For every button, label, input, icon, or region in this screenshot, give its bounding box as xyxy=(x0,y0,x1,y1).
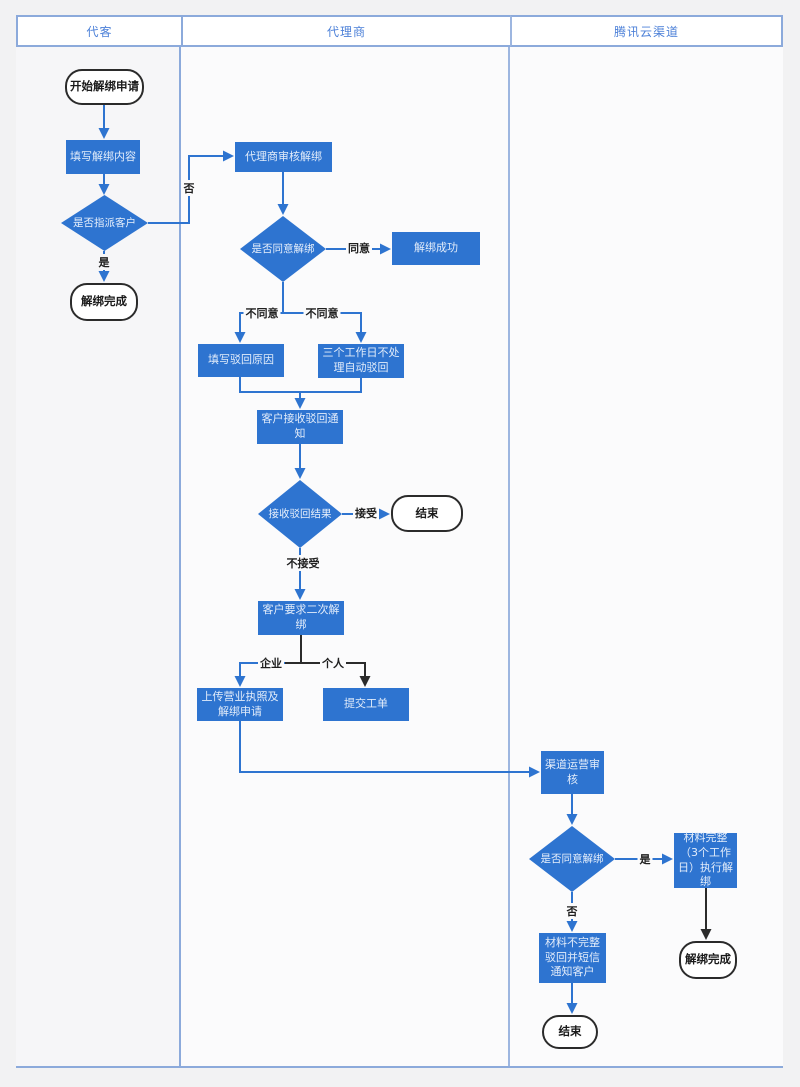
receive-reject-notice-step[interactable]: 客户接收驳回通知 xyxy=(257,410,343,444)
submit-ticket-step[interactable]: 提交工单 xyxy=(323,688,409,721)
end-terminator-2[interactable]: 结束 xyxy=(542,1015,598,1049)
lane-header-tencent-channel: 腾讯云渠道 xyxy=(510,15,783,47)
edge-label-no-1: 否 xyxy=(181,180,197,196)
edge-label-no-2: 否 xyxy=(564,903,580,919)
start-terminator[interactable]: 开始解绑申请 xyxy=(65,69,144,105)
upload-license-step[interactable]: 上传营业执照及解绑申请 xyxy=(197,688,283,721)
node-label: 材料不完整驳回并短信通知客户 xyxy=(545,935,600,979)
lane-title: 腾讯云渠道 xyxy=(613,24,679,39)
lane-title: 代客 xyxy=(86,24,113,39)
node-label: 结束 xyxy=(558,1024,582,1039)
edge-label-enterprise: 企业 xyxy=(258,655,284,671)
node-label: 代理商审核解绑 xyxy=(245,149,322,163)
unbind-done-terminator-2[interactable]: 解绑完成 xyxy=(679,941,737,979)
lane-header-daike: 代客 xyxy=(16,15,181,47)
unbind-success-step[interactable]: 解绑成功 xyxy=(392,232,480,265)
node-label: 客户接收驳回通知 xyxy=(261,412,339,440)
end-terminator-1[interactable]: 结束 xyxy=(391,495,463,532)
node-label: 渠道运营审核 xyxy=(545,757,600,786)
node-label: 客户要求二次解绑 xyxy=(262,603,340,631)
node-label: 是否指派客户 xyxy=(73,216,136,229)
second-unbind-request-step[interactable]: 客户要求二次解绑 xyxy=(258,601,344,635)
edge-label-yes-2: 是 xyxy=(637,851,653,867)
channel-ops-review-step[interactable]: 渠道运营审核 xyxy=(541,751,604,794)
node-label: 三个工作日不处理自动驳回 xyxy=(322,346,400,374)
material-complete-step[interactable]: 材料完整（3个工作日）执行解绑 xyxy=(674,830,737,889)
lane-agent-body xyxy=(181,47,510,1066)
auto-reject-step[interactable]: 三个工作日不处理自动驳回 xyxy=(318,344,404,378)
node-label: 结束 xyxy=(415,505,439,520)
material-incomplete-step[interactable]: 材料不完整驳回并短信通知客户 xyxy=(539,933,606,983)
edge-label-not-accept: 不接受 xyxy=(284,555,322,571)
unbind-done-terminator-1[interactable]: 解绑完成 xyxy=(70,283,138,321)
lane-title: 代理商 xyxy=(326,24,366,39)
lane-tencent-channel-body xyxy=(510,47,783,1066)
fill-reject-reason-step[interactable]: 填写驳回原因 xyxy=(198,344,284,377)
agent-review-step[interactable]: 代理商审核解绑 xyxy=(235,142,332,172)
edge-label-yes-1: 是 xyxy=(96,254,112,270)
node-label: 解绑完成 xyxy=(81,294,127,309)
node-label: 上传营业执照及解绑申请 xyxy=(201,689,279,718)
node-label: 开始解绑申请 xyxy=(70,79,139,94)
node-label: 材料完整（3个工作日）执行解绑 xyxy=(678,830,733,889)
node-label: 解绑完成 xyxy=(685,952,731,967)
edge-label-personal: 个人 xyxy=(320,655,346,671)
node-label: 填写解绑内容 xyxy=(70,149,136,163)
lane-header-agent: 代理商 xyxy=(181,15,510,47)
node-label: 是否同意解绑 xyxy=(251,242,315,255)
node-label: 填写驳回原因 xyxy=(208,353,274,367)
node-label: 解绑成功 xyxy=(414,241,458,255)
edge-label-accept: 接受 xyxy=(353,505,379,521)
edge-label-agree: 同意 xyxy=(346,240,372,256)
node-label: 接收驳回结果 xyxy=(268,507,332,520)
fill-unbind-content-step[interactable]: 填写解绑内容 xyxy=(66,140,140,174)
node-label: 提交工单 xyxy=(344,697,388,711)
node-label: 是否同意解绑 xyxy=(540,852,604,865)
edge-label-disagree-right: 不同意 xyxy=(303,305,341,321)
edge-label-disagree-left: 不同意 xyxy=(243,305,281,321)
